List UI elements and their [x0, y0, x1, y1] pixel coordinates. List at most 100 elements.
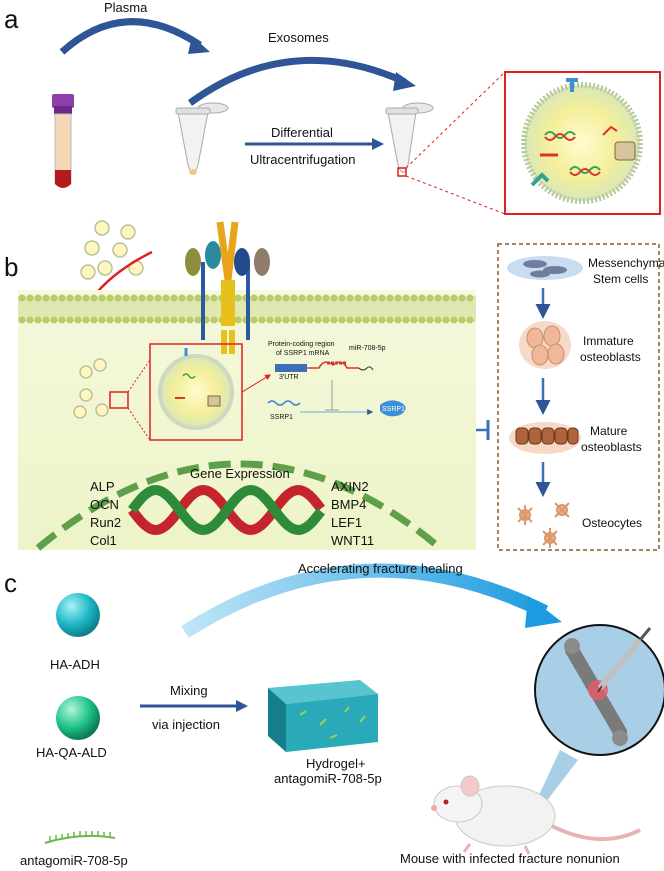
internalized-exosomes-icon: [73, 358, 109, 419]
blood-tube-icon: [52, 94, 74, 188]
lipid-head: [378, 316, 386, 324]
lipid-head: [26, 316, 34, 324]
lipid-head: [274, 316, 282, 324]
lipid-head: [146, 294, 154, 302]
lipid-head: [458, 294, 466, 302]
lipid-head: [66, 316, 74, 324]
lipid-head: [298, 316, 306, 324]
lipid-head: [442, 316, 450, 324]
nucleus: [35, 460, 443, 551]
lipid-head: [170, 316, 178, 324]
lipid-head: [418, 316, 426, 324]
lipid-head: [98, 294, 106, 302]
lipid-head: [146, 316, 154, 324]
protein-region-line1: Protein-coding region: [268, 341, 335, 348]
stage-3-line1: Mature: [590, 424, 628, 438]
lipid-head: [106, 294, 114, 302]
lipid-head: [82, 294, 90, 302]
ssrp1-mrna-label: SSRP1: [270, 414, 293, 421]
lipid-head: [298, 294, 306, 302]
exosomes-arrow: [187, 56, 416, 106]
lipid-head: [386, 294, 394, 302]
lipid-head: [210, 294, 218, 302]
lipid-head: [426, 316, 434, 324]
lipid-head: [130, 294, 138, 302]
lipid-head: [154, 294, 162, 302]
lipid-head: [250, 294, 258, 302]
gene-left-1: ALP: [90, 479, 115, 494]
centrifuge-line2: Ultracentrifugation: [250, 152, 356, 167]
gene-right-4: WNT11: [331, 533, 375, 548]
exosome-detail-box: [149, 343, 243, 441]
gene-right-1: AXIN2: [331, 479, 369, 494]
plasma-arrow: [59, 18, 210, 55]
lipid-head: [410, 294, 418, 302]
lipid-head: [90, 316, 98, 324]
plasma-label: Plasma: [104, 0, 148, 15]
immature-osteoblasts-icon: [519, 321, 571, 369]
via-injection-label: via injection: [152, 717, 220, 732]
lipid-head: [106, 316, 114, 324]
panel-c-letter: c: [4, 568, 17, 598]
lipid-head: [282, 294, 290, 302]
lipid-head: [314, 316, 322, 324]
lipid-head: [74, 294, 82, 302]
lipid-head: [194, 294, 202, 302]
lipid-head: [314, 294, 322, 302]
centrifugation-arrow: [245, 138, 384, 150]
lipid-head: [50, 316, 58, 324]
mature-osteoblasts-icon: [509, 422, 581, 454]
lipid-head: [402, 294, 410, 302]
lipid-head: [394, 294, 402, 302]
lipid-head: [338, 316, 346, 324]
panel-a-letter: a: [4, 4, 19, 34]
lipid-head: [306, 294, 314, 302]
hydrogel-line1: Hydrogel+: [306, 756, 366, 771]
ha-adh-label: HA-ADH: [50, 657, 100, 672]
lipid-head: [346, 294, 354, 302]
lipid-head: [178, 294, 186, 302]
lipid-head: [18, 294, 26, 302]
lipid-head: [434, 294, 442, 302]
lipid-head: [354, 316, 362, 324]
centrifuge-line1: Differential: [271, 125, 333, 140]
lipid-head: [138, 294, 146, 302]
lipid-head: [266, 316, 274, 324]
lipid-head: [290, 316, 298, 324]
zoom-source-box: [109, 391, 129, 409]
lipid-head: [82, 316, 90, 324]
lipid-head: [170, 294, 178, 302]
lipid-head: [450, 316, 458, 324]
lipid-head: [194, 316, 202, 324]
lipid-head: [290, 294, 298, 302]
lipid-head: [74, 316, 82, 324]
antagomir-strand-icon: [44, 831, 116, 844]
accelerating-arrow: [181, 563, 562, 638]
lipid-head: [394, 316, 402, 324]
lipid-head: [330, 294, 338, 302]
lipid-head: [42, 294, 50, 302]
msc-cells-icon: [507, 256, 583, 280]
eppendorf-tube-2-icon: [385, 102, 434, 177]
lipid-head: [450, 294, 458, 302]
lipid-head: [466, 294, 474, 302]
gene-left-2: OCN: [90, 497, 119, 512]
lipid-head: [234, 316, 242, 324]
stage-4-line1: Osteocytes: [582, 516, 643, 530]
lipid-head: [442, 294, 450, 302]
lipid-head: [114, 316, 122, 324]
eppendorf-tube-1-icon: [175, 102, 229, 175]
lipid-head: [338, 294, 346, 302]
gene-left-3: Run2: [90, 515, 122, 530]
lipid-head: [322, 294, 330, 302]
stage-2-line1: Immature: [583, 334, 634, 348]
lipid-head: [362, 316, 370, 324]
lipid-head: [354, 294, 362, 302]
exosome-zoom-box: [504, 71, 661, 215]
lipid-head: [154, 316, 162, 324]
lipid-head: [34, 316, 42, 324]
lipid-head: [178, 316, 186, 324]
lipid-head: [274, 294, 282, 302]
differentiation-box: [497, 243, 660, 551]
stage-1-line2: Stem cells: [593, 272, 649, 286]
